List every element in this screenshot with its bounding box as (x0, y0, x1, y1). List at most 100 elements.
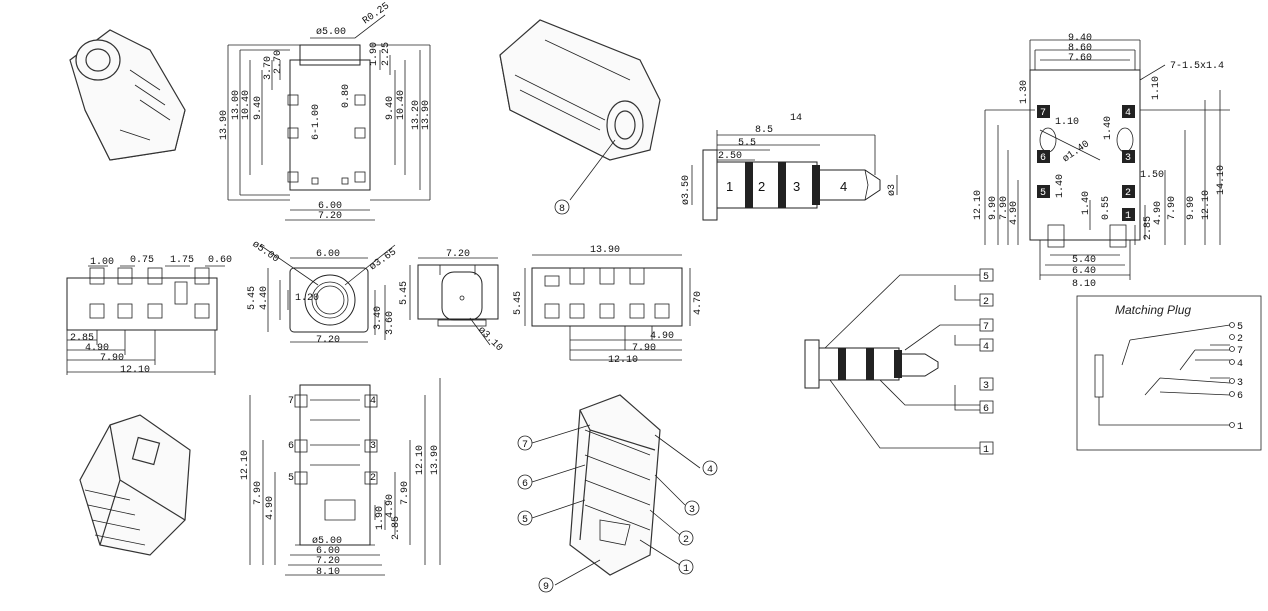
pcb-in-3: 1.10 (1151, 76, 1162, 100)
side-dim-t2: 0.75 (130, 255, 154, 266)
rside-dim-1: 13.90 (590, 245, 620, 256)
back-dim-3: ø3.10 (475, 325, 504, 354)
side-dim-t4: 0.60 (208, 255, 232, 266)
pcb-b2: 6.40 (1072, 266, 1096, 277)
callout-2: 2 (683, 535, 689, 546)
right-side-view: 13.90 5.45 4.70 4.90 7.90 12.10 (513, 245, 704, 366)
pcb-pin-1-pad (1122, 208, 1135, 221)
pcb-in-1: 1.30 (1019, 80, 1030, 104)
plug-dim-14: 14 (790, 113, 802, 124)
pcb-pin-6: 6 (1040, 153, 1046, 164)
pcb-r3: 12.10 (1201, 190, 1212, 220)
bottom-dim-r1: 12.10 (415, 445, 426, 475)
pcb-r2: 9.90 (1186, 196, 1197, 220)
mp-pin-4: 4 (1237, 359, 1243, 370)
top-dim-l3: 10.40 (241, 90, 252, 120)
side-dim-t3: 1.75 (170, 255, 194, 266)
top-dim-r2: 2.25 (381, 42, 392, 66)
top-dim-r1: 1.90 (369, 42, 380, 66)
pcb-dim-top1: 9.40 (1068, 33, 1092, 44)
iso-view-top-middle: 8 (499, 19, 661, 215)
wire-label-6: 6 (983, 404, 989, 415)
bottom-pin-4: 4 (370, 396, 376, 407)
pcb-note: 7-1.5x1.4 (1170, 61, 1224, 72)
pcb-pin-7-pad (1037, 105, 1050, 118)
callout-8: 8 (559, 204, 565, 215)
pcb-r1: 7.90 (1167, 196, 1178, 220)
bottom-dim-l3: 4.90 (265, 496, 276, 520)
top-dim-b1: 6.00 (318, 201, 342, 212)
pcb-dim-top3: 7.60 (1068, 53, 1092, 64)
pcb-l2: 9.90 (988, 196, 999, 220)
pcb-l4: 4.90 (1009, 201, 1020, 225)
bottom-dim-b4: 8.10 (316, 567, 340, 578)
front-dim-7: 3.40 (373, 306, 384, 330)
callout-7: 7 (522, 440, 528, 451)
callout-9: 9 (543, 582, 549, 593)
bottom-pin-6: 6 (288, 441, 294, 452)
top-dim-b2: 7.20 (318, 211, 342, 222)
top-dimension-view: ø5.00 R0.25 13.90 13.00 10.40 9.40 3.70 … (219, 1, 432, 222)
top-dim-l1: 13.90 (219, 110, 230, 140)
bottom-dim-b2: 6.00 (316, 546, 340, 557)
plug-dim-85: 8.5 (755, 125, 773, 136)
plug-seg-2: 2 (758, 179, 765, 194)
callout-4: 4 (707, 465, 713, 476)
bottom-dim-r5: 1.90 (375, 506, 386, 530)
front-dim-6: 1.20 (295, 293, 319, 304)
bottom-pin-5: 5 (288, 473, 294, 484)
top-dim-r6: 13.90 (421, 100, 432, 130)
bottom-pin-2: 2 (370, 473, 376, 484)
mp-pin-7: 7 (1237, 346, 1243, 357)
pcb-pin-5-pad (1037, 185, 1050, 198)
callout-6: 6 (522, 479, 528, 490)
pcb-layout: 9.40 8.60 7.60 7-1.5x1.4 7 6 5 4 3 2 1 1… (973, 33, 1230, 290)
top-dim-radius: R0.25 (361, 1, 392, 27)
side-dim-b1: 2.85 (70, 333, 94, 344)
callout-5: 5 (522, 515, 528, 526)
rside-dim-6: 12.10 (608, 355, 638, 366)
wire-label-4: 4 (983, 342, 989, 353)
wire-label-3: 3 (983, 381, 989, 392)
front-dim-2: 6.00 (316, 249, 340, 260)
front-view: ø5.00 6.00 ø3.65 5.45 4.40 1.20 3.40 3.6… (247, 239, 399, 346)
bottom-dim-r2: 13.90 (430, 445, 441, 475)
pcb-in-2: 1.10 (1055, 117, 1079, 128)
pcb-in-9: 1.50 (1140, 170, 1164, 181)
pcb-pin-4: 4 (1125, 108, 1131, 119)
bottom-view: 7 6 5 4 3 2 12.10 7.90 4.90 12.10 13.90 … (240, 378, 441, 578)
top-dim-l4: 9.40 (253, 96, 264, 120)
mp-pin-3: 3 (1237, 378, 1243, 389)
plug-seg-4: 4 (840, 179, 847, 194)
rside-dim-4: 4.90 (650, 331, 674, 342)
plug-seg-3: 3 (793, 179, 800, 194)
pcb-b3: 8.10 (1072, 279, 1096, 290)
bottom-pin-3: 3 (370, 441, 376, 452)
pcb-in-7: 1.40 (1081, 191, 1092, 215)
side-dim-b4: 12.10 (120, 365, 150, 376)
front-dim-3: ø3.65 (368, 247, 399, 273)
pcb-pin-4-pad (1122, 105, 1135, 118)
top-dim-m2: 0.80 (341, 84, 352, 108)
plug-drawing: 14 8.5 5.5 2.50 ø3.50 ø3 1 2 3 4 (681, 113, 898, 221)
pcb-pin-7: 7 (1040, 108, 1046, 119)
iso-view-bottom-left (79, 414, 191, 556)
bottom-dim-l1: 12.10 (240, 450, 251, 480)
mp-pin-5: 5 (1237, 322, 1243, 333)
plug-dia-left: ø3.50 (681, 175, 692, 205)
rside-dim-3: 4.70 (693, 291, 704, 315)
bottom-dim-l2: 7.90 (253, 481, 264, 505)
back-view: 7.20 5.45 ø3.10 (399, 249, 504, 354)
back-dim-1: 7.20 (446, 249, 470, 260)
plug-dim-55: 5.5 (738, 138, 756, 149)
front-dim-1: ø5.00 (250, 239, 281, 265)
pcb-pin-3: 3 (1125, 153, 1131, 164)
bottom-pin-7: 7 (288, 396, 294, 407)
bottom-dim-r3: 7.90 (400, 481, 411, 505)
matching-plug-title: Matching Plug (1115, 303, 1191, 317)
pcb-r5: 4.90 (1153, 201, 1164, 225)
mp-pin-1: 1 (1237, 422, 1243, 433)
bottom-dim-r6: 2.85 (391, 516, 402, 540)
top-dim-l5: 3.70 (263, 56, 274, 80)
top-dim-l2: 13.00 (231, 90, 242, 120)
